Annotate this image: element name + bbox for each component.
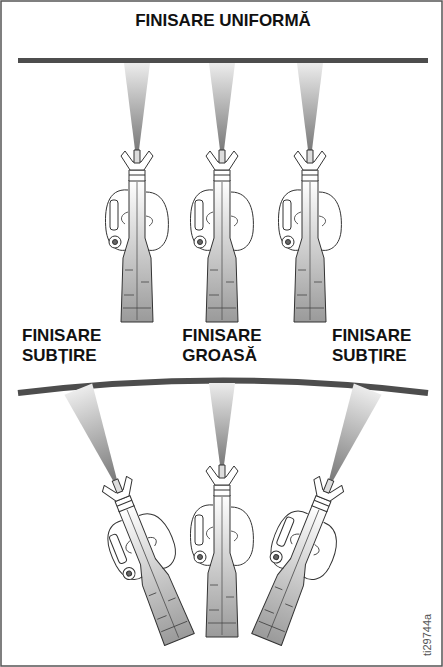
spray-gun bbox=[190, 383, 253, 637]
finish-label: FINISARE SUBȚIRE bbox=[332, 326, 411, 366]
spray-gun bbox=[278, 63, 341, 322]
spray-gun bbox=[190, 63, 253, 322]
flat-surface bbox=[18, 58, 428, 63]
finish-label: FINISARE GROASĂ bbox=[182, 326, 261, 366]
spray-gun bbox=[105, 63, 168, 322]
section-title: FINISARE UNIFORMĂ bbox=[135, 11, 311, 31]
figure-id: ti29744a bbox=[421, 614, 433, 656]
finish-label: FINISARE SUBȚIRE bbox=[22, 326, 101, 366]
spray-gun bbox=[49, 377, 208, 651]
spray-gun bbox=[237, 377, 396, 651]
